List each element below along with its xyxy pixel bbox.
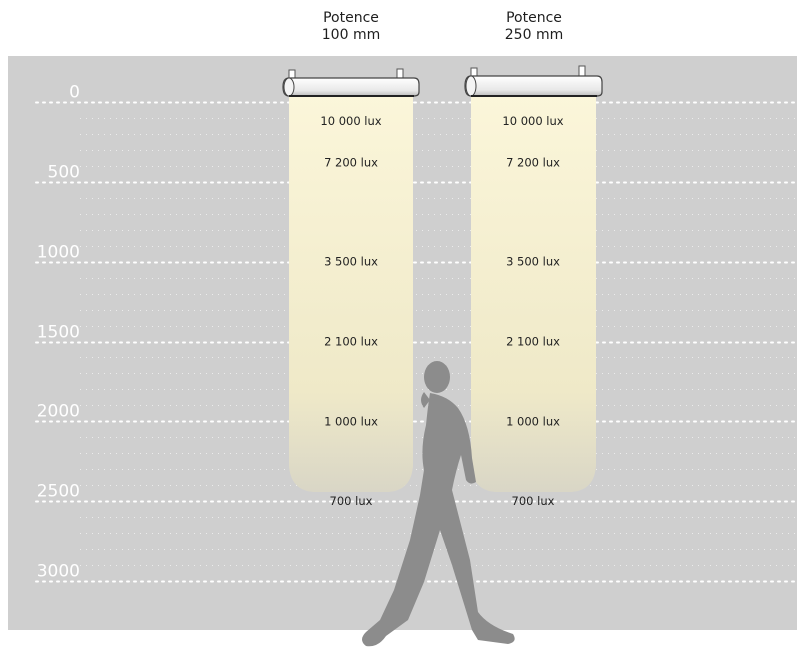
- distance-tick-label: 2000: [37, 402, 80, 422]
- distance-tick-label: 0: [69, 83, 80, 103]
- lux-label: 3 500 lux: [506, 255, 560, 269]
- lux-label: 700 lux: [330, 494, 373, 508]
- distance-tick-label: 2500: [37, 482, 80, 502]
- lux-label: 7 200 lux: [506, 156, 560, 170]
- beam-fill-1: [289, 92, 413, 492]
- lux-label: 700 lux: [512, 494, 555, 508]
- lux-label: 2 100 lux: [324, 335, 378, 349]
- header-2-line2: 250 mm: [504, 27, 564, 43]
- beam-fill-2: [471, 92, 596, 492]
- lux-label: 1 000 lux: [324, 414, 378, 428]
- distance-tick-label: 3000: [37, 562, 80, 582]
- lux-label: 10 000 lux: [320, 114, 381, 128]
- lux-label: 1 000 lux: [506, 414, 560, 428]
- heater-unit-2: [464, 65, 603, 97]
- lux-label: 7 200 lux: [324, 156, 378, 170]
- beam-overlay: [289, 92, 596, 492]
- header-column-2: Potence 250 mm: [469, 10, 599, 44]
- header-1-line1: Potence: [323, 10, 379, 26]
- header-column-1: Potence 100 mm: [286, 10, 416, 44]
- distance-tick-label: 500: [48, 163, 80, 183]
- person-silhouette: [362, 361, 515, 647]
- distance-tick-label: 1500: [37, 323, 80, 343]
- lux-label: 10 000 lux: [502, 114, 563, 128]
- header-1-line2: 100 mm: [321, 27, 381, 43]
- distance-axis: 0 500 1000 1500 2000 2500 3000: [37, 83, 80, 582]
- distance-tick-label: 1000: [37, 243, 80, 263]
- header-2-line1: Potence: [506, 10, 562, 26]
- lux-label: 2 100 lux: [506, 335, 560, 349]
- lux-label: 3 500 lux: [324, 255, 378, 269]
- heater-unit-1: [282, 68, 420, 97]
- lux-readings: 10 000 lux 7 200 lux 3 500 lux 2 100 lux 1 0…: [320, 114, 563, 508]
